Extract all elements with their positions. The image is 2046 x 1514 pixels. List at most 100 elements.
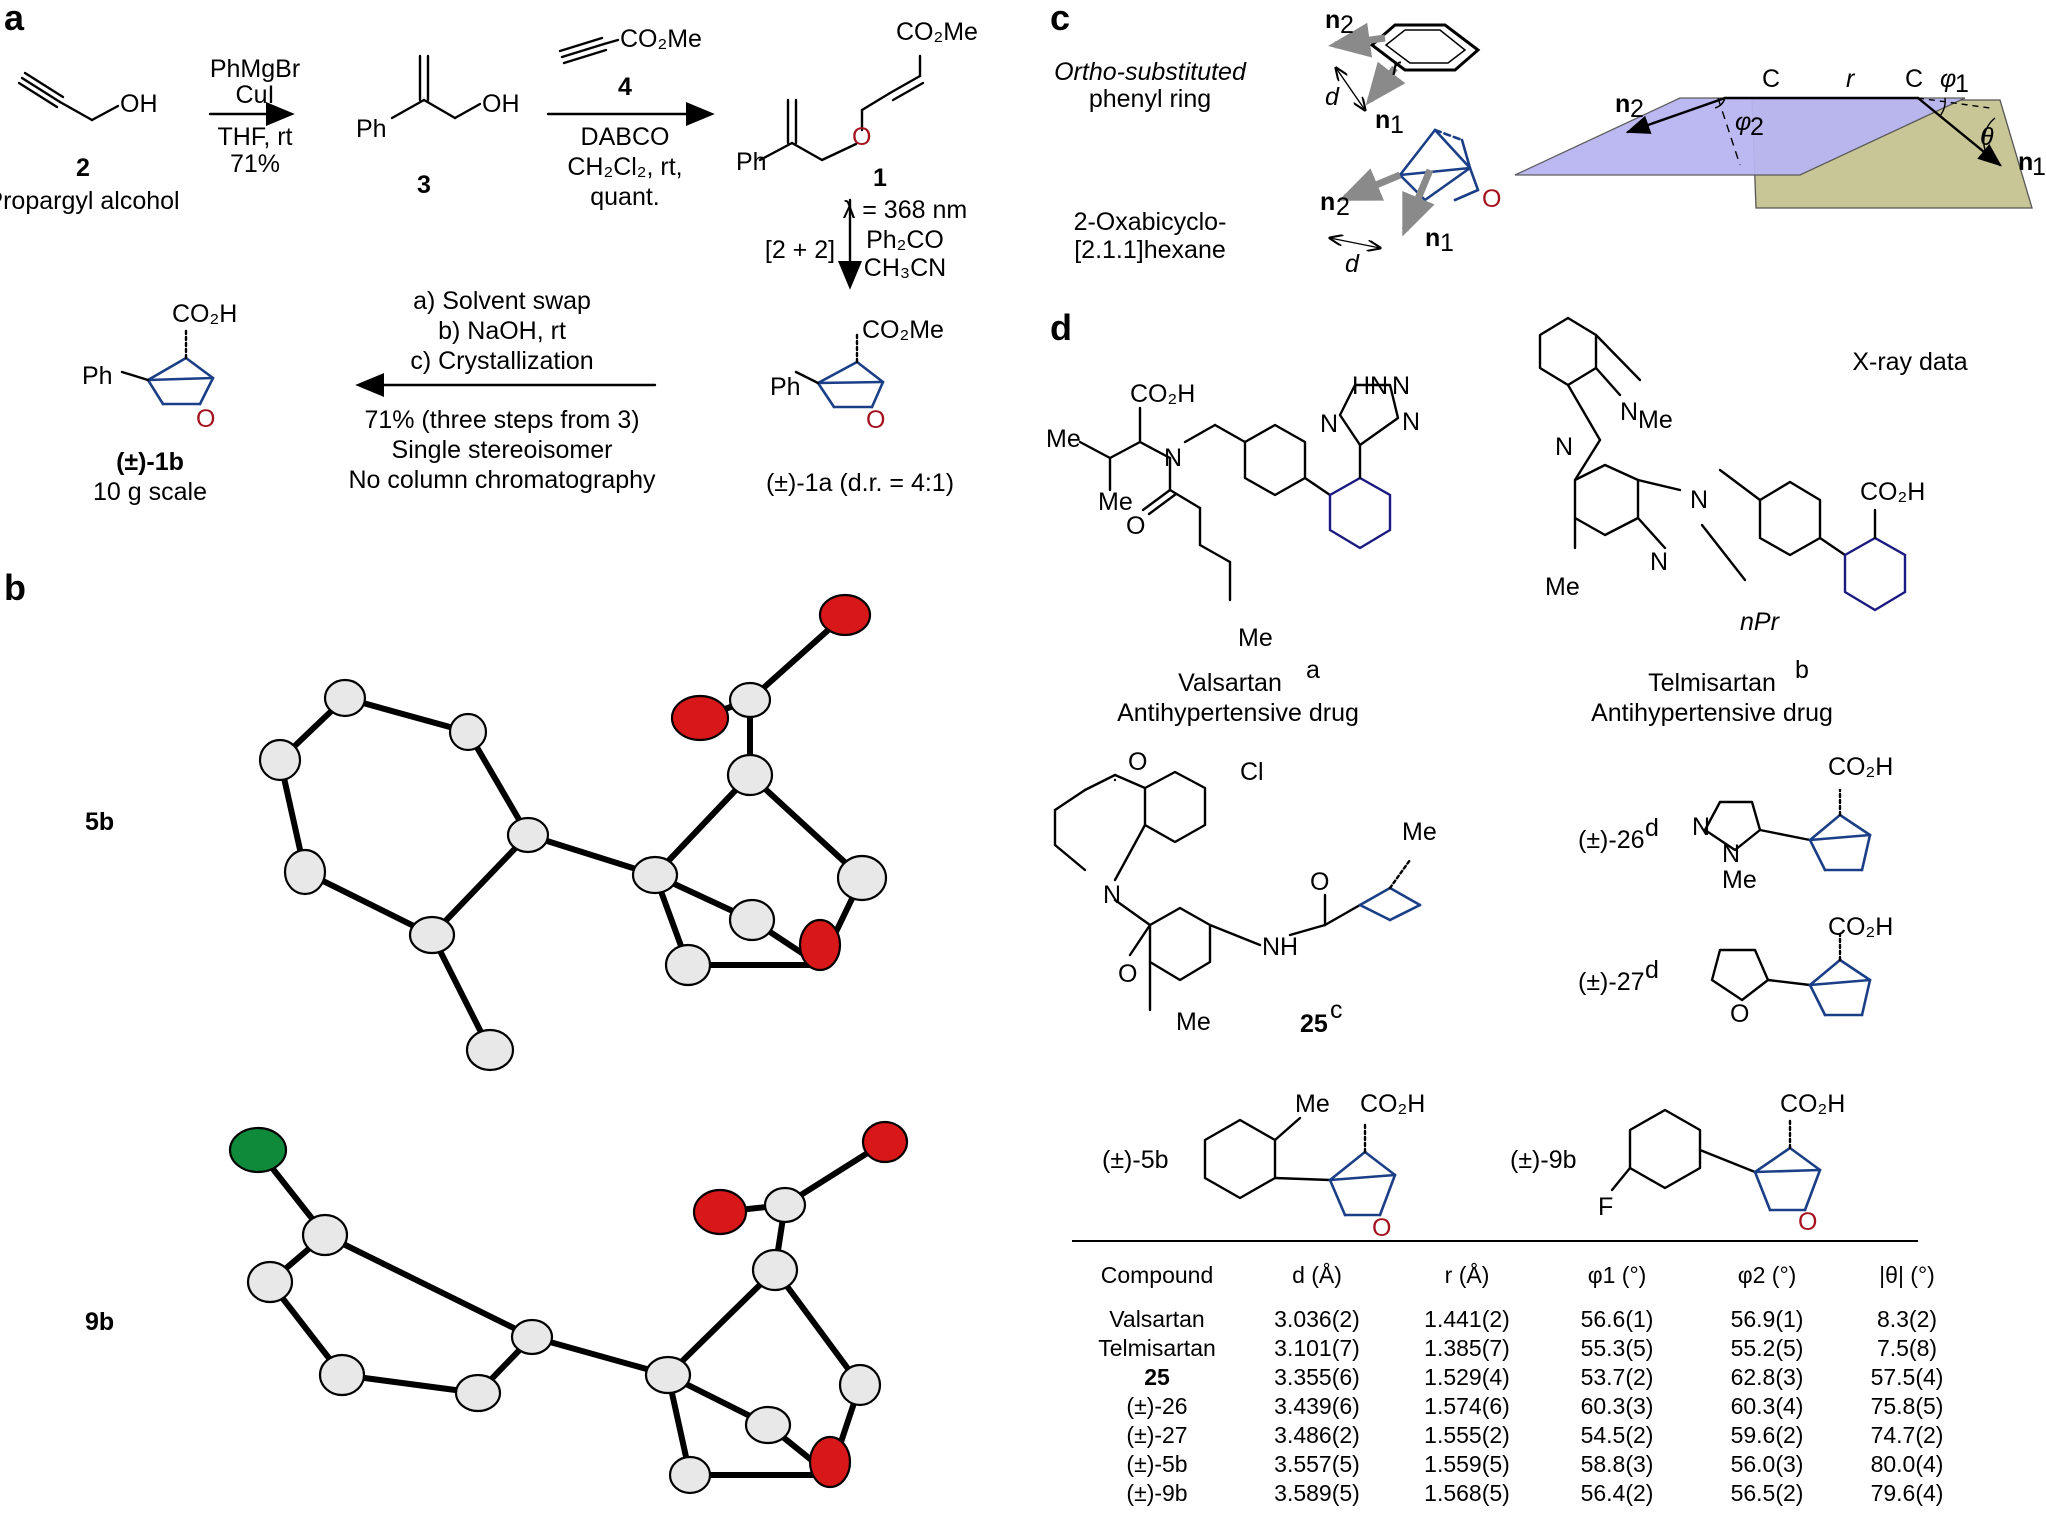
valsartan-sup: a (1306, 656, 1320, 684)
ortep-5b (258, 593, 888, 1072)
o-5b: O (1372, 1214, 1391, 1242)
cell: 1.574(6) (1424, 1393, 1510, 1419)
cell: 56.4(2) (1580, 1480, 1654, 1506)
c-label-right: C (1905, 65, 1923, 93)
cell: 56.0(3) (1730, 1451, 1804, 1477)
cell: 62.8(3) (1730, 1364, 1804, 1390)
n-valsartan-t2: N (1402, 408, 1420, 436)
compound-27-sup: d (1645, 956, 1659, 984)
co2me-label-1a: CO₂Me (862, 316, 944, 344)
o-9b: O (1798, 1208, 1817, 1236)
me-26: Me (1722, 866, 1757, 894)
compound-2-name: Propargyl alcohol (0, 187, 180, 215)
panel-label-b: b (4, 567, 26, 608)
table-row: (±)-26 3.439(6) 1.574(6) 60.3(3) 60.3(4)… (1072, 1392, 1972, 1421)
ph-label-1: Ph (736, 148, 767, 176)
n2-label-bicycle: n (1320, 188, 1335, 216)
cell: (±)-9b (1126, 1480, 1188, 1506)
phi2-label: φ (1735, 108, 1751, 136)
step1-cond-1: THF, rt (218, 123, 293, 151)
panel-label-c: c (1050, 0, 1070, 38)
cell: 3.036(2) (1274, 1306, 1360, 1332)
step3-type: [2 + 2] (765, 236, 835, 264)
oh-label: OH (120, 90, 158, 118)
cell: 56.5(2) (1730, 1480, 1804, 1506)
table-top-rule (1072, 1240, 1918, 1242)
table-row: (±)-5b 3.557(5) 1.559(5) 58.8(3) 56.0(3)… (1072, 1450, 1972, 1479)
step4-line-1: a) Solvent swap (413, 287, 591, 315)
me-telmi-2: Me (1545, 573, 1580, 601)
table-row: 25 3.355(6) 1.529(4) 53.7(2) 62.8(3) 57.… (1072, 1363, 1972, 1392)
step2-cond-3: quant. (590, 183, 660, 211)
xray-title: X-ray data (1852, 348, 1967, 376)
cell: 1.555(2) (1424, 1422, 1510, 1448)
row2-name-line2: [2.1.1]hexane (1074, 236, 1226, 264)
n2-sub-phenyl: 2 (1340, 11, 1354, 39)
oh-label-3: OH (482, 90, 520, 118)
cell: 54.5(2) (1580, 1422, 1654, 1448)
telmisartan-name: Telmisartan (1648, 669, 1776, 697)
hn-valsartan: HN (1352, 372, 1388, 400)
cell: (±)-26 (1126, 1393, 1188, 1419)
step4-line-6: No column chromatography (348, 466, 656, 494)
step3-sens: Ph₂CO (866, 226, 944, 254)
header-r: r (Å) (1444, 1262, 1490, 1288)
n-26-2: N (1722, 840, 1740, 868)
step2-cond-2: CH₂Cl₂, rt, (567, 153, 682, 181)
cell: 57.5(4) (1870, 1364, 1944, 1390)
compound-26-sup: d (1645, 814, 1659, 842)
reagent-4-structure (558, 36, 620, 65)
n-valsartan: N (1164, 444, 1182, 472)
cell: 1.441(2) (1424, 1306, 1510, 1332)
cell: 1.559(5) (1424, 1451, 1510, 1477)
step1-reagent-2: CuI (236, 81, 275, 109)
compound-27-structure: O CO₂H (1710, 913, 1893, 1028)
co2h-telmi: CO₂H (1860, 478, 1925, 506)
header-phi1: φ1 (°) (1587, 1262, 1647, 1288)
n2-label-planes: n (1615, 90, 1630, 118)
step2-reagent: CO₂Me (620, 25, 702, 53)
step1-cond-2: 71% (230, 150, 280, 178)
f-9b: F (1598, 1193, 1613, 1221)
xray-data-table: Compound d (Å) r (Å) φ1 (°) φ2 (°) |θ| (… (1072, 1262, 1972, 1508)
cell: 7.5(8) (1876, 1335, 1938, 1361)
table-row: (±)-9b 3.589(5) 1.568(5) 56.4(2) 56.5(2)… (1072, 1479, 1972, 1508)
compound-1b-structure: O Ph CO₂H (82, 300, 237, 433)
cell: 74.7(2) (1870, 1422, 1944, 1448)
compound-1-structure: O Ph CO₂Me (736, 18, 978, 176)
compound-26-label: (±)-26 (1578, 826, 1645, 854)
n-telmi-4: N (1650, 548, 1668, 576)
me-25: Me (1176, 1008, 1211, 1036)
compound-25-structure: O Cl N O Me NH O Me (1053, 748, 1437, 1036)
header-phi2: φ2 (°) (1737, 1262, 1797, 1288)
step3-lambda: λ = 368 nm (843, 196, 967, 224)
cell: 1.385(7) (1424, 1335, 1510, 1361)
step2-reagent-label: 4 (618, 73, 632, 101)
ph-label-3: Ph (356, 115, 387, 143)
cell: 55.3(5) (1580, 1335, 1654, 1361)
cell: 25 (1144, 1364, 1170, 1390)
cell: 60.3(3) (1580, 1393, 1654, 1419)
cell: 79.6(4) (1870, 1480, 1944, 1506)
structure-5b-label: 5b (85, 808, 114, 836)
cell: 3.101(7) (1274, 1335, 1360, 1361)
n2-label-phenyl: n (1325, 6, 1340, 34)
cell: 3.355(6) (1274, 1364, 1360, 1390)
table-header-row: Compound d (Å) r (Å) φ1 (°) φ2 (°) |θ| (… (1072, 1262, 1972, 1305)
n-26-1: N (1692, 813, 1710, 841)
cell: 56.9(1) (1730, 1306, 1804, 1332)
compound-1a-structure: O Ph CO₂Me (770, 316, 944, 434)
compound-3-label: 3 (417, 171, 431, 199)
compound-9b-label: (±)-9b (1510, 1146, 1577, 1174)
o-atom-1: O (852, 123, 871, 151)
n1-label-phenyl: n (1375, 106, 1390, 134)
n1-sub-planes: 1 (2032, 153, 2046, 181)
n-25: N (1103, 881, 1121, 909)
cell: 58.8(3) (1580, 1451, 1654, 1477)
npr-telmi: nPr (1740, 608, 1781, 636)
cell: Valsartan (1109, 1306, 1205, 1332)
n1-label-bicycle: n (1425, 224, 1440, 252)
n1-sub-phenyl: 1 (1390, 111, 1404, 139)
compound-25-sup: c (1330, 996, 1343, 1024)
